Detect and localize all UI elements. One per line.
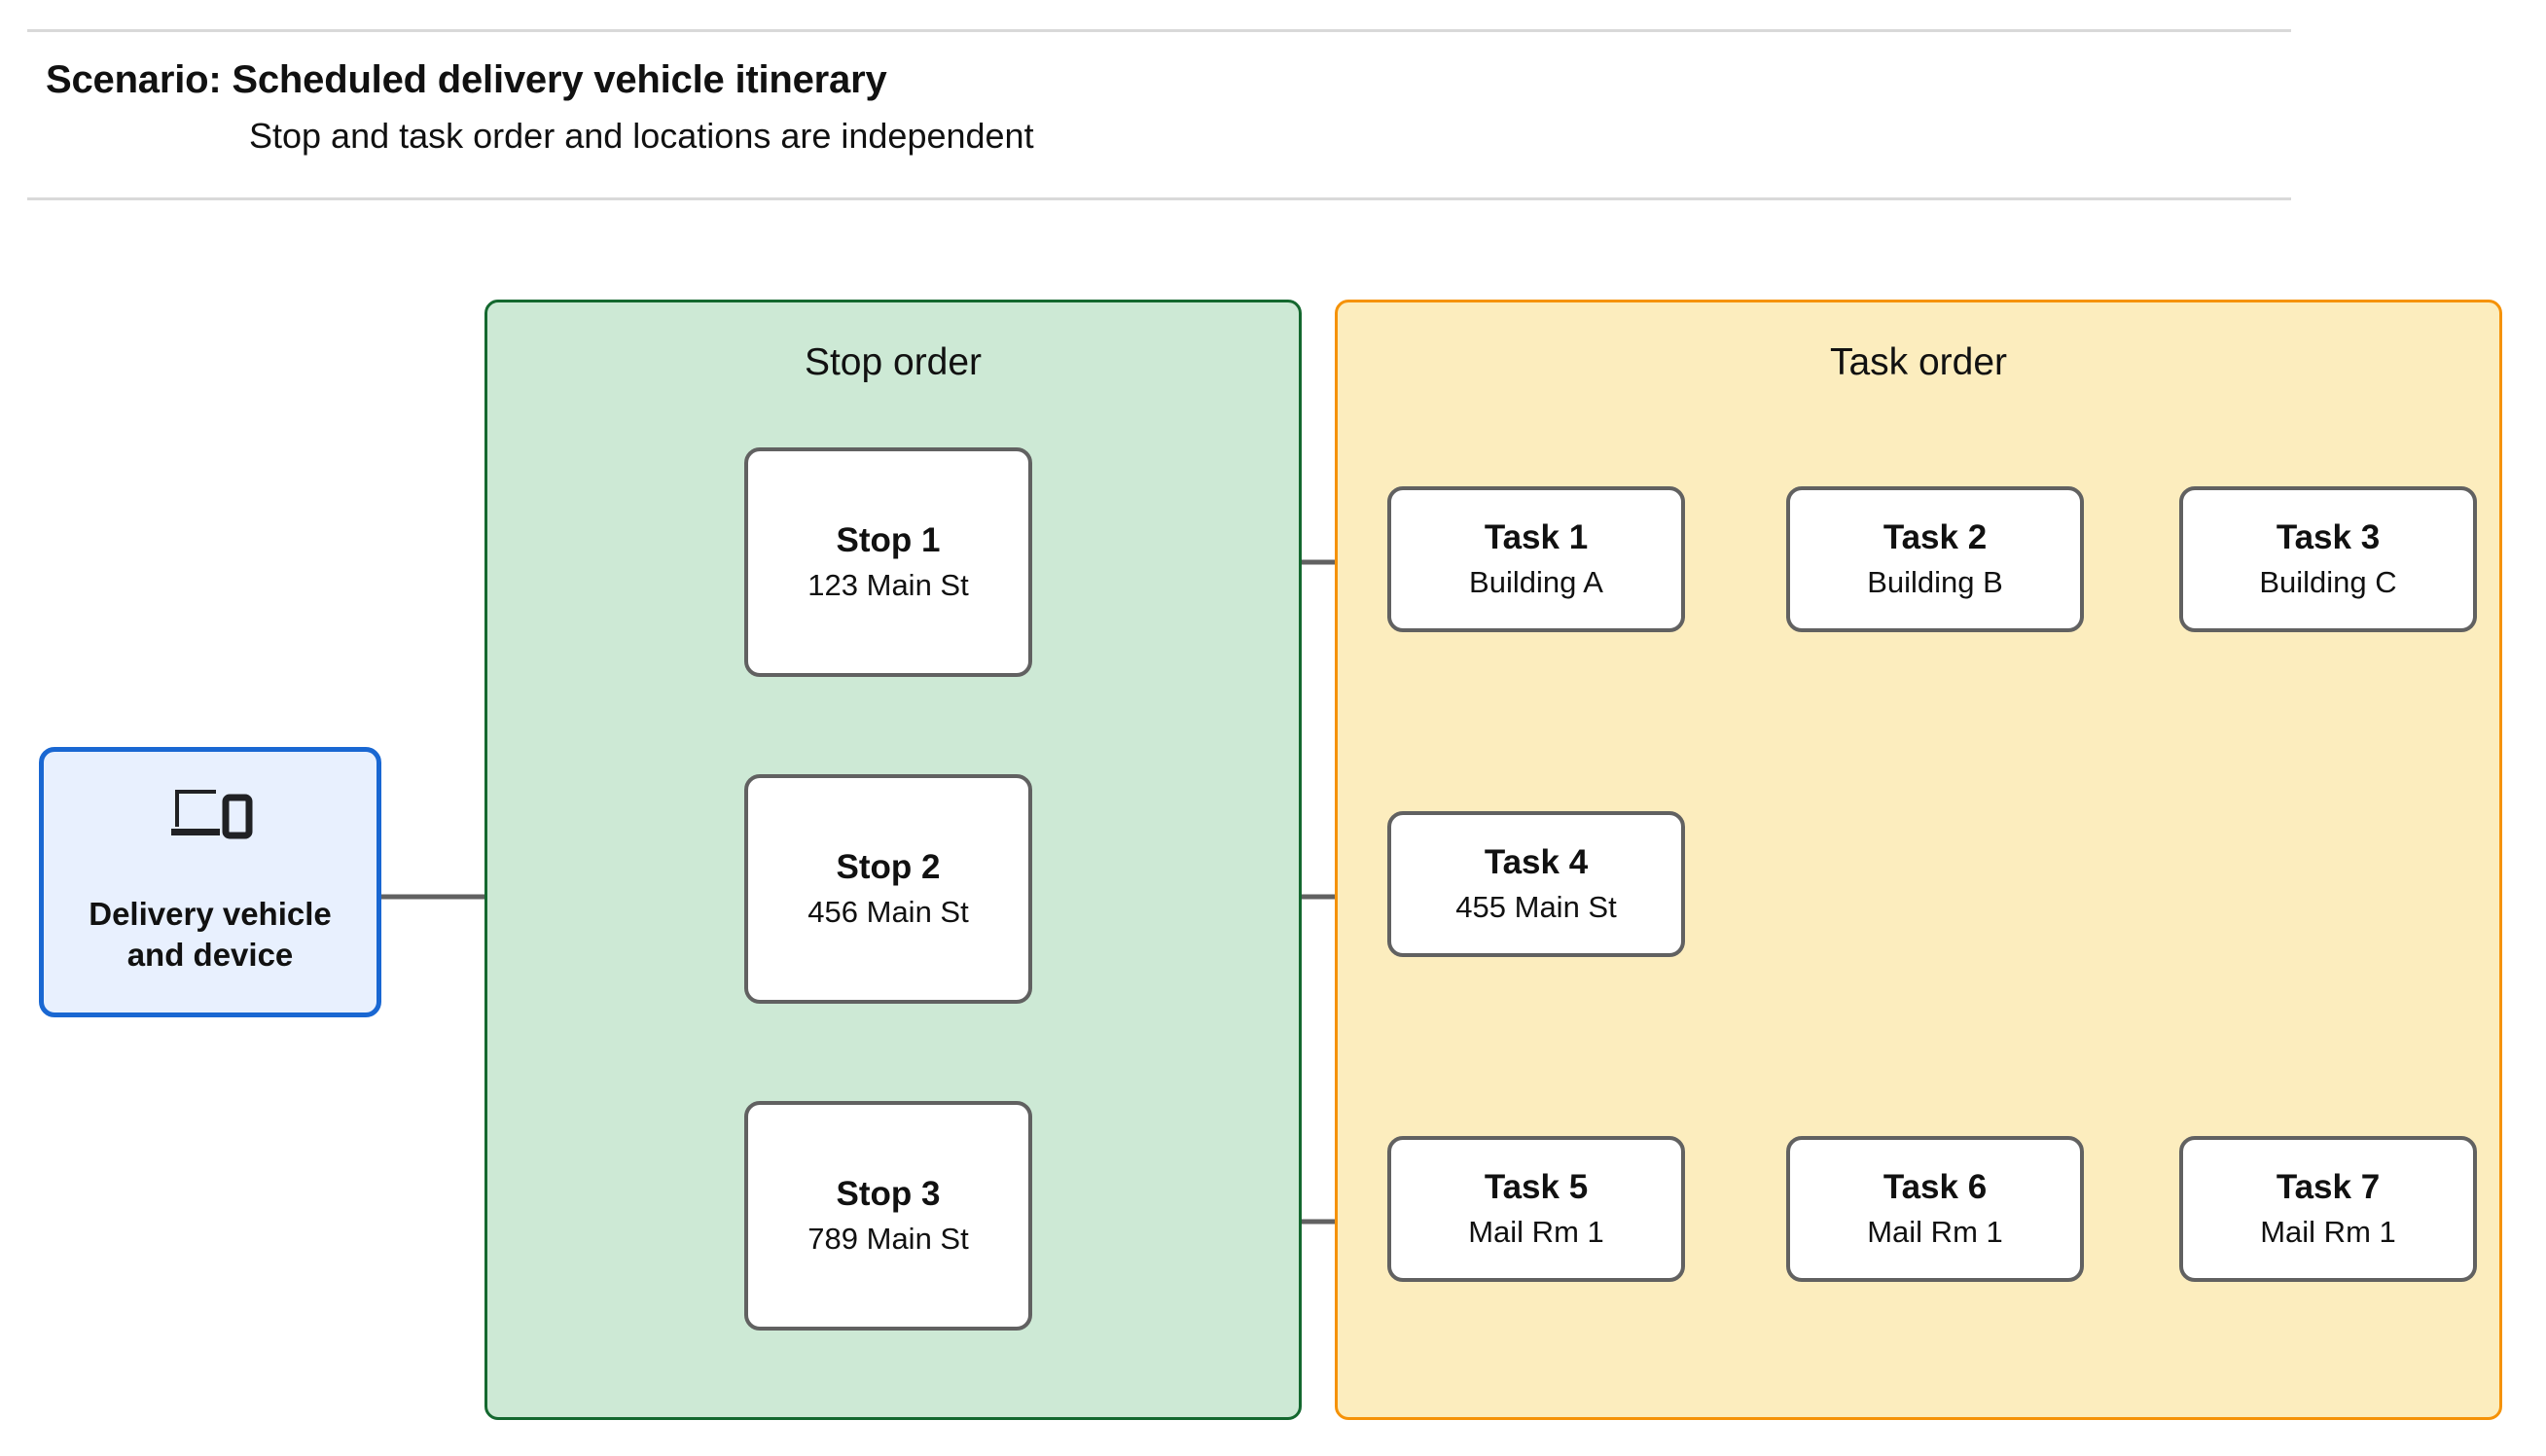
stop-node-1[interactable]: Stop 1 123 Main St — [744, 447, 1032, 677]
page-subtitle: Stop and task order and locations are in… — [249, 116, 1034, 156]
task-node-1-location: Building A — [1469, 564, 1603, 599]
task-node-5-title: Task 5 — [1484, 1168, 1589, 1207]
task-node-1-title: Task 1 — [1484, 518, 1589, 557]
stop-node-3-address: 789 Main St — [807, 1221, 969, 1256]
stop-order-panel-title: Stop order — [804, 341, 983, 383]
header-divider-bottom — [27, 197, 2291, 200]
task-node-2-title: Task 2 — [1883, 518, 1988, 557]
task-node-6-location: Mail Rm 1 — [1867, 1214, 2003, 1249]
stop-node-2-title: Stop 2 — [836, 848, 941, 887]
task-node-3-title: Task 3 — [2276, 518, 2381, 557]
stop-node-1-address: 123 Main St — [807, 567, 969, 602]
task-node-2-location: Building B — [1867, 564, 2003, 599]
task-node-5[interactable]: Task 5 Mail Rm 1 — [1387, 1136, 1685, 1282]
stop-node-3-title: Stop 3 — [836, 1175, 941, 1214]
task-node-4-title: Task 4 — [1484, 843, 1589, 882]
stop-node-3[interactable]: Stop 3 789 Main St — [744, 1101, 1032, 1331]
task-node-3[interactable]: Task 3 Building C — [2179, 486, 2477, 632]
task-node-1[interactable]: Task 1 Building A — [1387, 486, 1685, 632]
header-divider-top — [27, 29, 2291, 32]
devices-icon — [165, 784, 255, 849]
task-node-6[interactable]: Task 6 Mail Rm 1 — [1786, 1136, 2084, 1282]
task-node-5-location: Mail Rm 1 — [1468, 1214, 1604, 1249]
page-title: Scenario: Scheduled delivery vehicle iti… — [46, 58, 887, 101]
task-node-6-title: Task 6 — [1883, 1168, 1988, 1207]
task-node-4[interactable]: Task 4 455 Main St — [1387, 811, 1685, 957]
delivery-vehicle-node[interactable]: Delivery vehicle and device — [39, 747, 381, 1017]
task-node-4-location: 455 Main St — [1455, 889, 1617, 924]
task-node-7-title: Task 7 — [2276, 1168, 2381, 1207]
task-node-2[interactable]: Task 2 Building B — [1786, 486, 2084, 632]
task-node-3-location: Building C — [2259, 564, 2397, 599]
stop-node-2[interactable]: Stop 2 456 Main St — [744, 774, 1032, 1004]
task-node-7-location: Mail Rm 1 — [2260, 1214, 2396, 1249]
delivery-vehicle-label: Delivery vehicle and device — [89, 896, 332, 973]
task-node-7[interactable]: Task 7 Mail Rm 1 — [2179, 1136, 2477, 1282]
stop-node-1-title: Stop 1 — [836, 521, 941, 560]
stop-node-2-address: 456 Main St — [807, 894, 969, 929]
task-order-panel-title: Task order — [1829, 341, 2008, 383]
